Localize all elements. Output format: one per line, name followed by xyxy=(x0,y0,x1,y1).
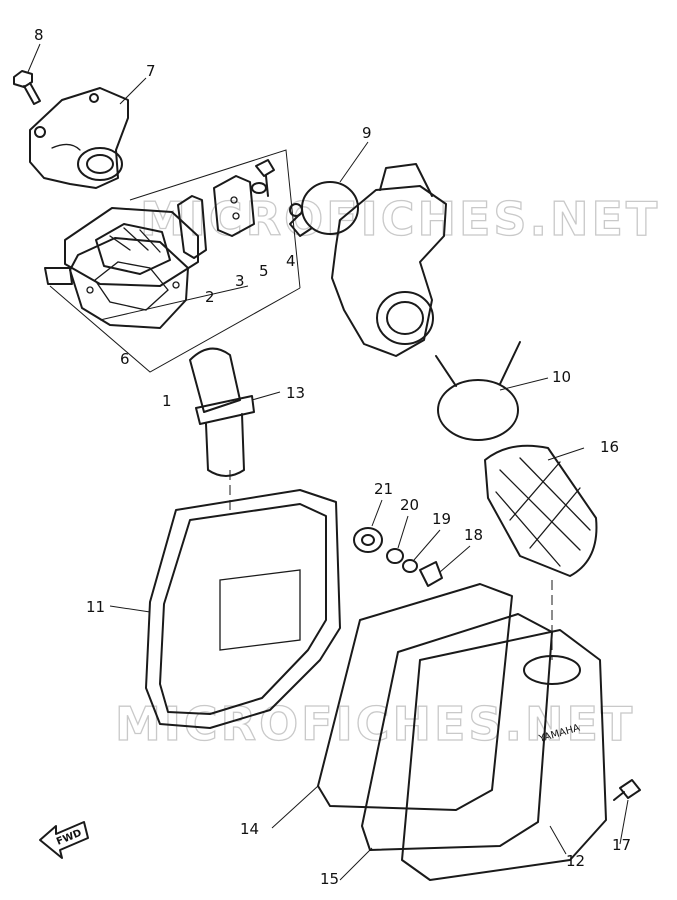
callout-11: 11 xyxy=(86,598,105,616)
callout-7: 7 xyxy=(146,62,156,80)
group-bracket-lines xyxy=(49,149,301,373)
callout-21: 21 xyxy=(374,480,393,498)
callout-8: 8 xyxy=(34,26,44,44)
part-19-washer xyxy=(402,559,418,573)
callout-19: 19 xyxy=(432,510,451,528)
callout-3: 3 xyxy=(235,272,245,290)
part-8-bolt xyxy=(13,70,41,105)
part-6-gasket xyxy=(69,237,189,329)
part-15-element xyxy=(361,613,553,851)
callout-17: 17 xyxy=(612,836,631,854)
callout-13: 13 xyxy=(286,384,305,402)
callout-10: 10 xyxy=(552,368,571,386)
watermark-bottom: MICROFICHES.NET xyxy=(115,697,635,751)
part-4-screw xyxy=(255,159,275,197)
callout-9: 9 xyxy=(362,124,372,142)
part-1-reed-valve xyxy=(64,207,199,287)
part-18-bolt xyxy=(419,561,443,587)
callout-15: 15 xyxy=(320,870,339,888)
part-2-reed-stopper xyxy=(177,195,207,259)
watermark-top: MICROFICHES.NET xyxy=(140,192,660,246)
callout-2: 2 xyxy=(205,288,215,306)
part-11-air-cleaner-case xyxy=(145,470,341,729)
part-3-reed-plate xyxy=(213,175,255,237)
callout-14: 14 xyxy=(240,820,259,838)
callout-16: 16 xyxy=(600,438,619,456)
part-21-grommet xyxy=(353,527,383,553)
part-20-collar xyxy=(386,548,404,564)
part-13-joint-pipe xyxy=(189,347,255,477)
part-17-screw xyxy=(613,779,641,801)
part-stopper-plate xyxy=(44,267,73,285)
part-9-clamp xyxy=(289,181,359,237)
callout-20: 20 xyxy=(400,496,419,514)
callout-labels: 8 7 9 2 3 5 4 6 1 13 10 16 21 20 19 18 1… xyxy=(34,26,631,888)
fwd-direction-arrow: FWD xyxy=(39,821,89,859)
callout-18: 18 xyxy=(464,526,483,544)
part-10-spring-clip xyxy=(435,341,521,441)
part-5-washer xyxy=(251,182,267,194)
fwd-label: FWD xyxy=(55,828,83,848)
callout-leaders xyxy=(27,43,629,881)
callout-12: 12 xyxy=(566,852,585,870)
part-7-intake-manifold xyxy=(29,87,129,189)
part-carburetor xyxy=(331,163,447,357)
part-14-element-gasket xyxy=(317,583,513,811)
callout-5: 5 xyxy=(259,262,269,280)
callout-4: 4 xyxy=(286,252,296,270)
callout-6: 6 xyxy=(120,350,130,368)
callout-1: 1 xyxy=(162,392,172,410)
part-16-intake-funnel xyxy=(484,444,598,660)
